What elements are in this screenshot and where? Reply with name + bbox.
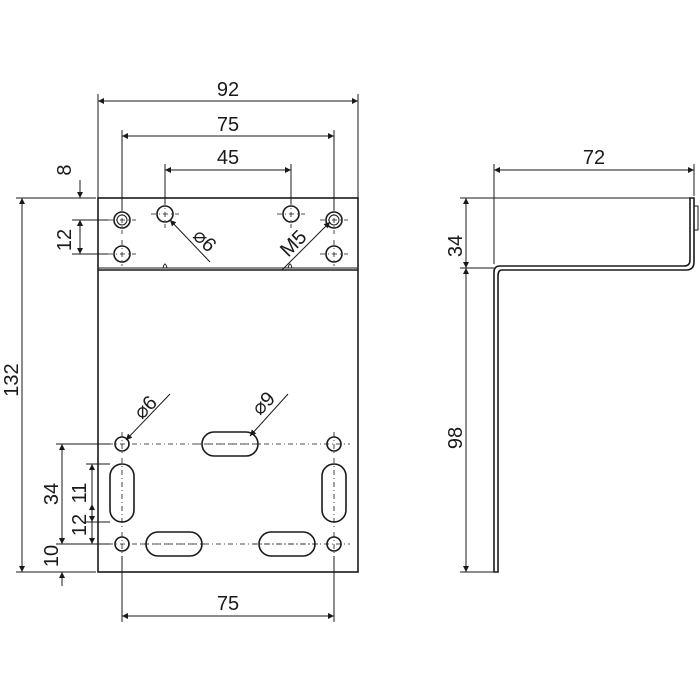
slot-vertical-left [109,458,135,528]
dim-bottom-offset: 10 [41,530,96,586]
label-thread-top: M5 [276,226,311,261]
plate-outline [97,197,359,573]
hole-top-inner-right [277,200,305,228]
dim-label-75-top: 75 [217,114,239,136]
slot-horizontal-top [196,431,264,457]
bracket-profile [493,197,695,573]
dim-leg-height: 98 [445,268,494,573]
hole-top-left-threaded [108,206,136,234]
hole-row2-left [108,240,136,266]
dim-label-132: 132 [1,363,23,396]
side-view: 72 34 98 [445,147,699,573]
dim-slot-span: 34 [41,443,110,545]
dim-slot-length: 11 [69,463,110,523]
dim-label-92: 92 [217,79,239,101]
dim-label-10: 10 [41,545,63,567]
hole-lower-right-top [326,432,342,456]
hole-top-right-threaded [320,206,348,234]
slot-horizontal-bottom-left [140,531,208,557]
leader-hole-dia-lower: ⌀6 [125,392,171,441]
slot-vertical-right [321,458,347,528]
label-slot-width: ⌀9 [248,388,280,420]
dim-height-total: 132 [1,197,96,573]
dim-label-11: 11 [69,483,91,504]
label-hole-dia-lower: ⌀6 [130,392,162,424]
dim-hole-spacing-inner: 45 [164,147,292,204]
dim-label-8: 8 [54,164,76,175]
dim-label-34-slot: 34 [41,483,63,505]
dim-label-72: 72 [583,147,605,169]
dim-label-12-top: 12 [54,229,76,251]
slot-horizontal-bottom-right [253,531,321,557]
flange-tab [693,205,699,231]
dim-row-spacing: 12 [54,220,108,255]
dim-hole-spacing-top: 75 [121,114,335,210]
front-view: 92 75 45 8 12 [1,79,359,622]
dim-label-12-lower: 12 [69,514,91,536]
hole-row2-right [320,240,348,266]
hole-top-inner-left [151,200,179,228]
dim-slot-offset: 12 [69,504,95,544]
dim-width-total: 92 [97,79,359,198]
bend-relief-right [287,263,293,269]
bend-relief-left [162,263,168,269]
hole-lower-right-bottom [326,532,342,556]
dim-hole-spacing-bottom: 75 [121,556,335,622]
leader-thread-top: M5 [276,221,331,271]
dim-label-45: 45 [217,147,239,169]
label-hole-dia-top: ⌀6 [188,225,220,257]
dim-label-75-bottom: 75 [217,593,239,615]
leader-slot-width: ⌀9 [248,388,289,437]
dim-label-34-flange: 34 [445,235,467,257]
dim-label-98: 98 [445,427,467,449]
dim-depth: 72 [493,147,695,264]
dim-flange-height: 34 [445,197,690,269]
dim-top-offset: 8 [54,164,108,236]
leader-hole-dia-top: ⌀6 [169,219,220,263]
